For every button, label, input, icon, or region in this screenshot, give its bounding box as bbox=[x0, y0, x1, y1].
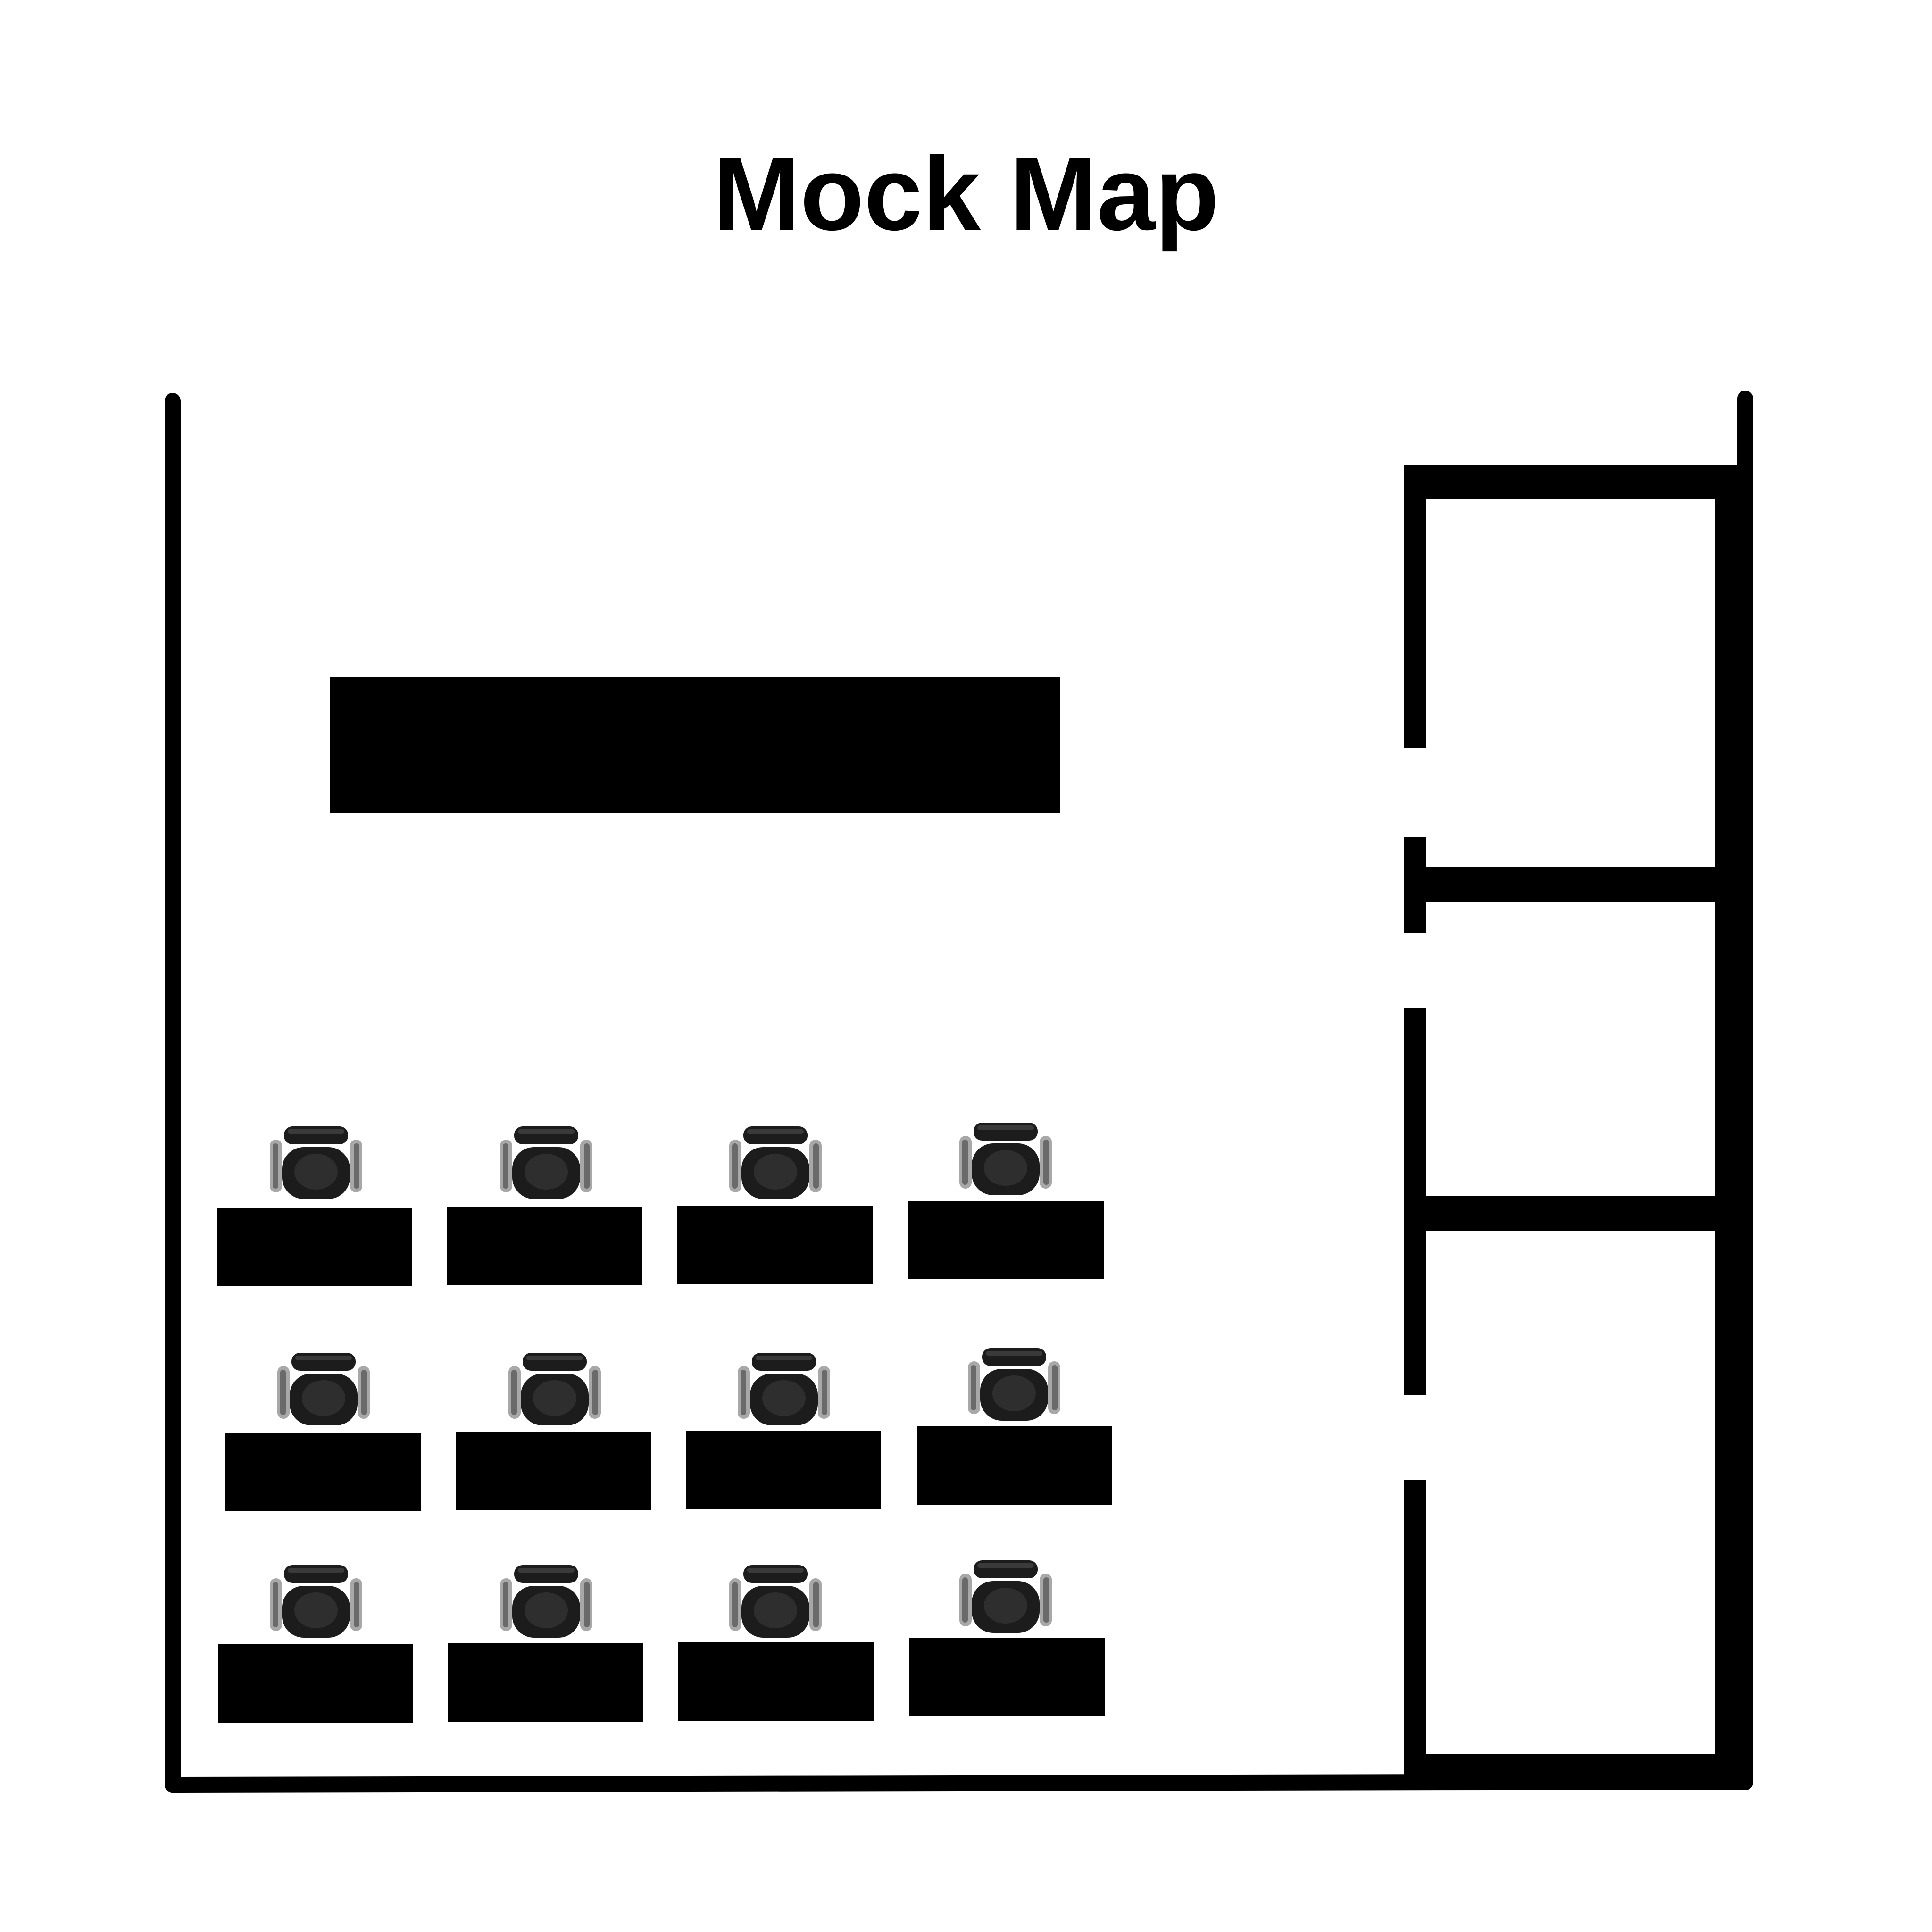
chair-icon bbox=[500, 1126, 592, 1199]
desk bbox=[225, 1433, 421, 1511]
desk bbox=[456, 1432, 651, 1510]
desk bbox=[677, 1206, 873, 1284]
chair-icon bbox=[270, 1565, 362, 1638]
desk bbox=[686, 1431, 881, 1509]
desk bbox=[678, 1642, 874, 1721]
chair-icon bbox=[729, 1126, 822, 1199]
chair-icon bbox=[500, 1565, 592, 1638]
desk bbox=[217, 1208, 412, 1286]
desk bbox=[909, 1638, 1105, 1716]
desk bbox=[917, 1426, 1112, 1505]
chair-icon bbox=[959, 1123, 1052, 1195]
side-rooms bbox=[1404, 465, 1748, 1782]
chair-icon bbox=[729, 1565, 822, 1638]
chair-icon bbox=[959, 1560, 1052, 1633]
chair-icon bbox=[270, 1126, 362, 1199]
chair-icon bbox=[277, 1353, 370, 1425]
desk bbox=[447, 1207, 642, 1285]
desk bbox=[218, 1644, 413, 1723]
chair-icon bbox=[508, 1353, 601, 1425]
chair-icon bbox=[968, 1348, 1060, 1421]
desk bbox=[448, 1643, 643, 1722]
front-table bbox=[330, 677, 1060, 813]
chair-icon bbox=[738, 1353, 830, 1425]
outer-wall bbox=[165, 391, 1753, 1793]
map-title: Mock Map bbox=[713, 135, 1219, 252]
desk bbox=[908, 1201, 1104, 1279]
